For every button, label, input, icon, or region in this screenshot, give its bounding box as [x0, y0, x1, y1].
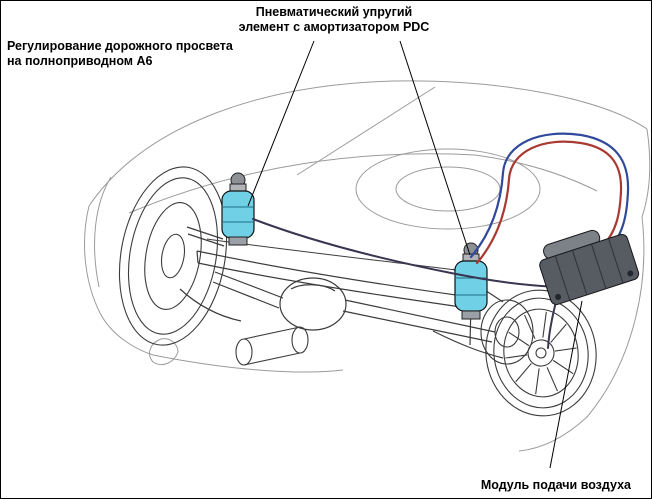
callout-air-supply-label: Модуль подачи воздуха [480, 478, 631, 492]
air-line-blue [469, 132, 630, 259]
left-driveshaft [212, 271, 284, 309]
callout-air-spring: Пневматический упругий элемент с амортиз… [169, 5, 499, 35]
mirror-outline [149, 338, 179, 366]
right-spring-bellows [454, 260, 488, 312]
left-spring-bellows [221, 190, 255, 239]
differential-housing [279, 277, 347, 331]
air-line-dark [252, 218, 558, 288]
page-title-line2: на полноприводном А6 [7, 54, 153, 68]
leader-lines [247, 40, 583, 469]
air-line-red [475, 140, 623, 265]
page-title-line1: Регулирование дорожного просвета [7, 39, 233, 53]
page-title: Регулирование дорожного просвета на полн… [7, 39, 233, 69]
right-air-spring [454, 242, 488, 320]
leader-air-spring-left [247, 40, 315, 207]
car-body-outline [84, 80, 651, 452]
air-lines [252, 132, 630, 349]
rear-right-wheel [485, 289, 597, 417]
air-supply-module [539, 229, 640, 305]
leader-air-supply-module [549, 300, 583, 469]
exhaust-silencer [235, 326, 309, 366]
left-air-spring [221, 172, 255, 246]
callout-air-spring-line2: элемент с амортизатором PDC [238, 20, 430, 34]
leader-air-spring-right [399, 40, 471, 256]
rear-left-wheel [118, 166, 228, 346]
spare-wheel-well [355, 148, 541, 230]
callout-air-supply-module: Модуль подачи воздуха [391, 478, 631, 493]
module-body [539, 233, 640, 305]
callout-air-spring-line1: Пневматический упругий [255, 5, 413, 19]
